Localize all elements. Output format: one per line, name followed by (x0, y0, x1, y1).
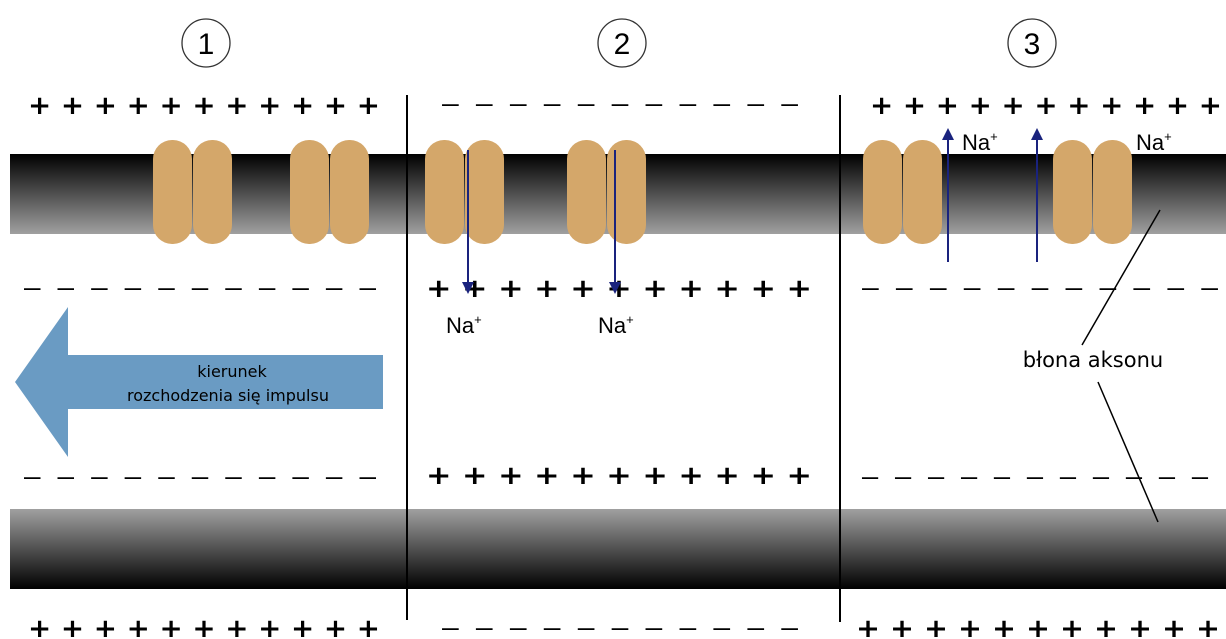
ion-label-section-3-a: Na+ (962, 129, 998, 155)
impulse-direction-arrow: kierunek rozchodzenia się impulsu (15, 307, 383, 457)
sodium-channel (290, 140, 369, 244)
ion-symbol: Na (1136, 130, 1165, 155)
channel-subunit (863, 140, 902, 244)
sodium-channel (425, 140, 504, 244)
ion-charge: + (1164, 129, 1172, 144)
ion-symbol: Na (962, 130, 991, 155)
ion-symbol: Na (598, 313, 627, 338)
section-3-top-inner-signs: – – – – – – – – – – – (860, 274, 1220, 302)
direction-arrow-line-1: kierunek (197, 362, 267, 381)
channel-subunit (330, 140, 369, 244)
sodium-channel (153, 140, 232, 244)
membrane-label: błona aksonu (1023, 348, 1163, 372)
section-1-bottom-outer-signs: + + + + + + + + + + + (28, 614, 380, 639)
channel-subunit (465, 140, 504, 244)
pointer-line-lower (1097, 381, 1159, 523)
section-number-1: 1 (181, 18, 231, 68)
sodium-channel (567, 140, 646, 244)
channel-subunit (903, 140, 942, 244)
channel-subunit (193, 140, 232, 244)
ion-arrow-outward-1 (942, 128, 954, 262)
ion-label-section-2-a: Na+ (446, 312, 482, 338)
ion-label-section-3-b: Na+ (1136, 129, 1172, 155)
direction-arrow-line-2: rozchodzenia się impulsu (127, 386, 329, 405)
section-3-top-outer-signs: + + + + + + + + + + + (870, 91, 1222, 121)
sodium-channel (863, 140, 942, 244)
section-number-2: 2 (597, 18, 647, 68)
section-number-1-text: 1 (198, 28, 215, 61)
sodium-channel (1053, 140, 1132, 244)
channel-subunit (567, 140, 606, 244)
section-1-bottom-inner-signs: – – – – – – – – – – – (22, 463, 378, 491)
channel-subunit (1093, 140, 1132, 244)
channel-subunit (153, 140, 192, 244)
ion-charge: + (474, 312, 482, 327)
section-2-bottom-outer-signs: – – – – – – – – – – – (440, 614, 800, 639)
membrane-label-group: błona aksonu (1023, 209, 1163, 523)
ion-arrow-inward-2 (609, 150, 621, 294)
section-2-top-outer-signs: – – – – – – – – – – – (440, 90, 800, 118)
section-3-bottom-outer-signs: + + + + + + + + + + + (856, 614, 1220, 639)
ion-symbol: Na (446, 313, 475, 338)
section-2-bottom-inner-signs: + + + + + + + + + + + (426, 461, 812, 491)
ion-label-section-2-b: Na+ (598, 312, 634, 338)
sodium-channels (153, 140, 1132, 244)
section-number-3-text: 3 (1024, 28, 1041, 61)
section-3-bottom-inner-signs: – – – – – – – – – – – (860, 463, 1210, 491)
lower-membrane (10, 509, 1226, 589)
pointer-line-upper (1081, 209, 1161, 346)
channel-subunit (290, 140, 329, 244)
channel-subunit (607, 140, 646, 244)
section-1-top-inner-signs: – – – – – – – – – – – (22, 274, 378, 302)
ion-charge: + (626, 312, 634, 327)
section-number-2-text: 2 (614, 28, 631, 61)
channel-subunit (1053, 140, 1092, 244)
arrow-left-icon (15, 307, 383, 457)
ion-arrow-inward-1 (462, 150, 474, 294)
section-2-top-inner-signs: + + + + + + + + + + + (426, 274, 812, 304)
ion-arrow-outward-2 (1031, 128, 1043, 262)
section-1-top-outer-signs: + + + + + + + + + + + (28, 91, 380, 121)
section-number-3: 3 (1007, 18, 1057, 68)
ion-charge: + (990, 129, 998, 144)
channel-subunit (425, 140, 464, 244)
